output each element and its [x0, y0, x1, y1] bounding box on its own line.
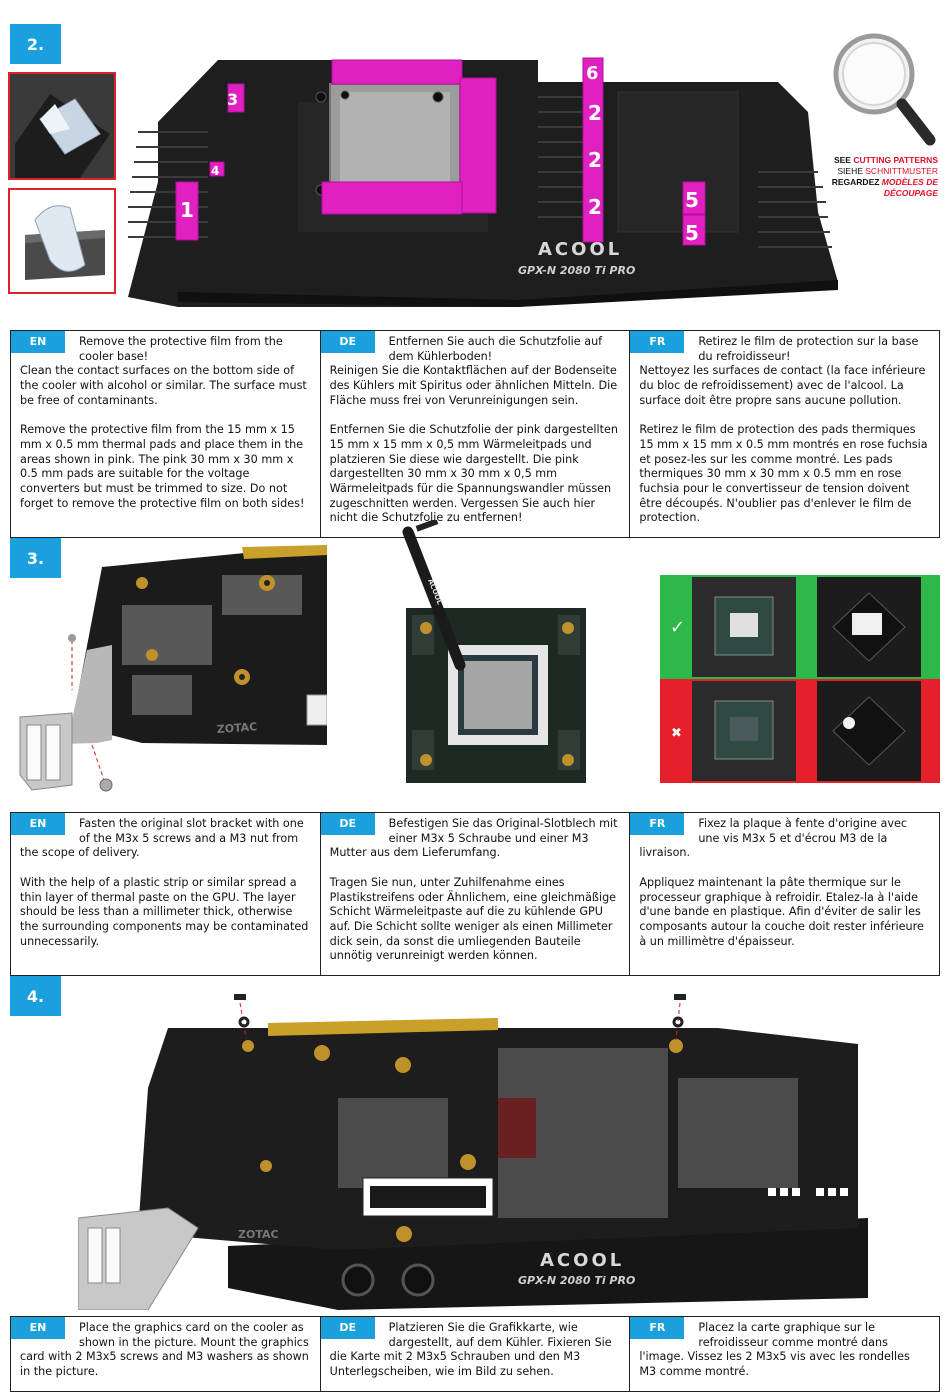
- pad-label-3: 3: [227, 90, 238, 109]
- step-2-en-body2: Remove the protective film from the 15 m…: [20, 423, 305, 510]
- lang-badge-fr: FR: [630, 331, 685, 353]
- pad-label-2c: 2: [588, 195, 602, 219]
- step-2-fr-lead: Retirez le film de protection sur la bas…: [698, 335, 919, 363]
- step-4-badge: 4.: [10, 976, 61, 1016]
- step-2-badge: 2.: [10, 24, 61, 64]
- step-2-fr-column: FR Retirez le film de protection sur la …: [630, 331, 939, 537]
- lang-badge-de: DE: [320, 331, 375, 353]
- step-4-de-column: DE Platzieren Sie die Grafikkarte, wie d…: [320, 1317, 631, 1391]
- step-3-fr-body: Appliquez maintenant la pâte thermique s…: [639, 875, 924, 948]
- pad-label-1: 1: [180, 198, 194, 222]
- pad-label-4: 4: [211, 164, 219, 178]
- cooler-model-text: GPX-N 2080 Ti PRO: [518, 264, 635, 277]
- step-2-de-column: DE Entfernen Sie auch die Schutzfolie au…: [320, 331, 631, 537]
- lang-badge-de: DE: [320, 813, 375, 835]
- lang-badge-en: EN: [11, 331, 65, 353]
- step-2-de-body: Reinigen Sie die Kontaktflächen auf der …: [329, 364, 618, 407]
- step-2-fr-body2: Retirez le film de protection des pads t…: [639, 423, 928, 525]
- lang-badge-de: DE: [320, 1317, 375, 1339]
- thermal-paste-application-illustration: ACOOL: [398, 520, 593, 788]
- step-3-text-table: EN Fasten the original slot bracket with…: [10, 812, 940, 976]
- step-2-de-lead: Entfernen Sie auch die Schutzfolie auf d…: [388, 335, 603, 363]
- lang-badge-fr: FR: [630, 1317, 685, 1339]
- cooler-brand-text: ACOOL: [538, 239, 622, 260]
- paste-comparison-grid: ✓ ✖: [660, 575, 940, 783]
- cooler-brand-text-step4: ACOOL: [540, 1250, 624, 1271]
- step-2-en-lead: Remove the protective film from the cool…: [79, 335, 283, 363]
- step-3-de-body: Tragen Sie nun, unter Zuhilfenahme eines…: [329, 875, 617, 963]
- step-3-de-lead: Befestigen Sie das Original-Slotblech mi…: [329, 817, 618, 860]
- step-4-fr-column: FR Placez la carte graphique sur le refr…: [630, 1317, 939, 1391]
- step-4-en-lead: Place the graphics card on the cooler as…: [20, 1321, 309, 1379]
- step-4-text-table: EN Place the graphics card on the cooler…: [10, 1316, 940, 1392]
- step-2-en-body: Clean the contact surfaces on the bottom…: [20, 364, 307, 407]
- check-icon: ✓: [670, 617, 685, 638]
- lang-badge-fr: FR: [630, 813, 685, 835]
- pad-label-5a: 5: [685, 188, 699, 212]
- step-4-de-lead: Platzieren Sie die Grafikkarte, wie darg…: [329, 1321, 612, 1379]
- film-peel-photo-1: [8, 72, 116, 180]
- board-brand-text: ZOTAC: [216, 720, 257, 736]
- pad-label-2b: 2: [588, 148, 602, 172]
- film-peel-photo-2: [8, 188, 116, 294]
- slot-bracket-pcb-illustration: ZOTAC: [12, 545, 327, 810]
- step-3-en-column: EN Fasten the original slot bracket with…: [11, 813, 321, 975]
- cooler-with-thermal-pads-illustration: 1 2 2 2 3 4 5 5 6 ACOOL GPX-N 2080 Ti PR…: [118, 52, 838, 307]
- cooler-model-text-step4: GPX-N 2080 Ti PRO: [518, 1274, 635, 1287]
- board-brand-text-step4: ZOTAC: [238, 1228, 279, 1241]
- lang-badge-en: EN: [11, 1317, 65, 1339]
- step-3-badge: 3.: [10, 538, 61, 578]
- pad-label-5b: 5: [685, 221, 699, 245]
- step-4-fr-lead: Placez la carte graphique sur le refroid…: [639, 1321, 910, 1379]
- step-4-en-column: EN Place the graphics card on the cooler…: [11, 1317, 321, 1391]
- step-3-de-column: DE Befestigen Sie das Original-Slotblech…: [320, 813, 631, 975]
- step-3-en-body: With the help of a plastic strip or simi…: [20, 875, 309, 948]
- step-3-fr-lead: Fixez la plaque à fente d'origine avec u…: [639, 817, 908, 860]
- cross-icon: ✖: [671, 726, 682, 741]
- step-2-de-body2: Entfernen Sie die Schutzfolie der pink d…: [329, 423, 618, 525]
- magnifier-icon: [830, 28, 940, 150]
- pad-label-6: 6: [586, 63, 599, 84]
- step-3-fr-column: FR Fixez la plaque à fente d'origine ave…: [630, 813, 939, 975]
- lang-badge-en: EN: [11, 813, 65, 835]
- cutting-patterns-callout: SEE CUTTING PATTERNS SIEHE SCHNITTMUSTER…: [831, 155, 938, 198]
- step-2-text-table: EN Remove the protective film from the c…: [10, 330, 940, 538]
- step-2-fr-body: Nettoyez les surfaces de contact (la fac…: [639, 364, 926, 407]
- pad-label-2a: 2: [588, 101, 602, 125]
- step-3-en-lead: Fasten the original slot bracket with on…: [20, 817, 304, 860]
- card-on-cooler-illustration: ZOTAC ACOOL GPX-N 2080 Ti PRO: [78, 988, 868, 1310]
- step-2-en-column: EN Remove the protective film from the c…: [11, 331, 321, 537]
